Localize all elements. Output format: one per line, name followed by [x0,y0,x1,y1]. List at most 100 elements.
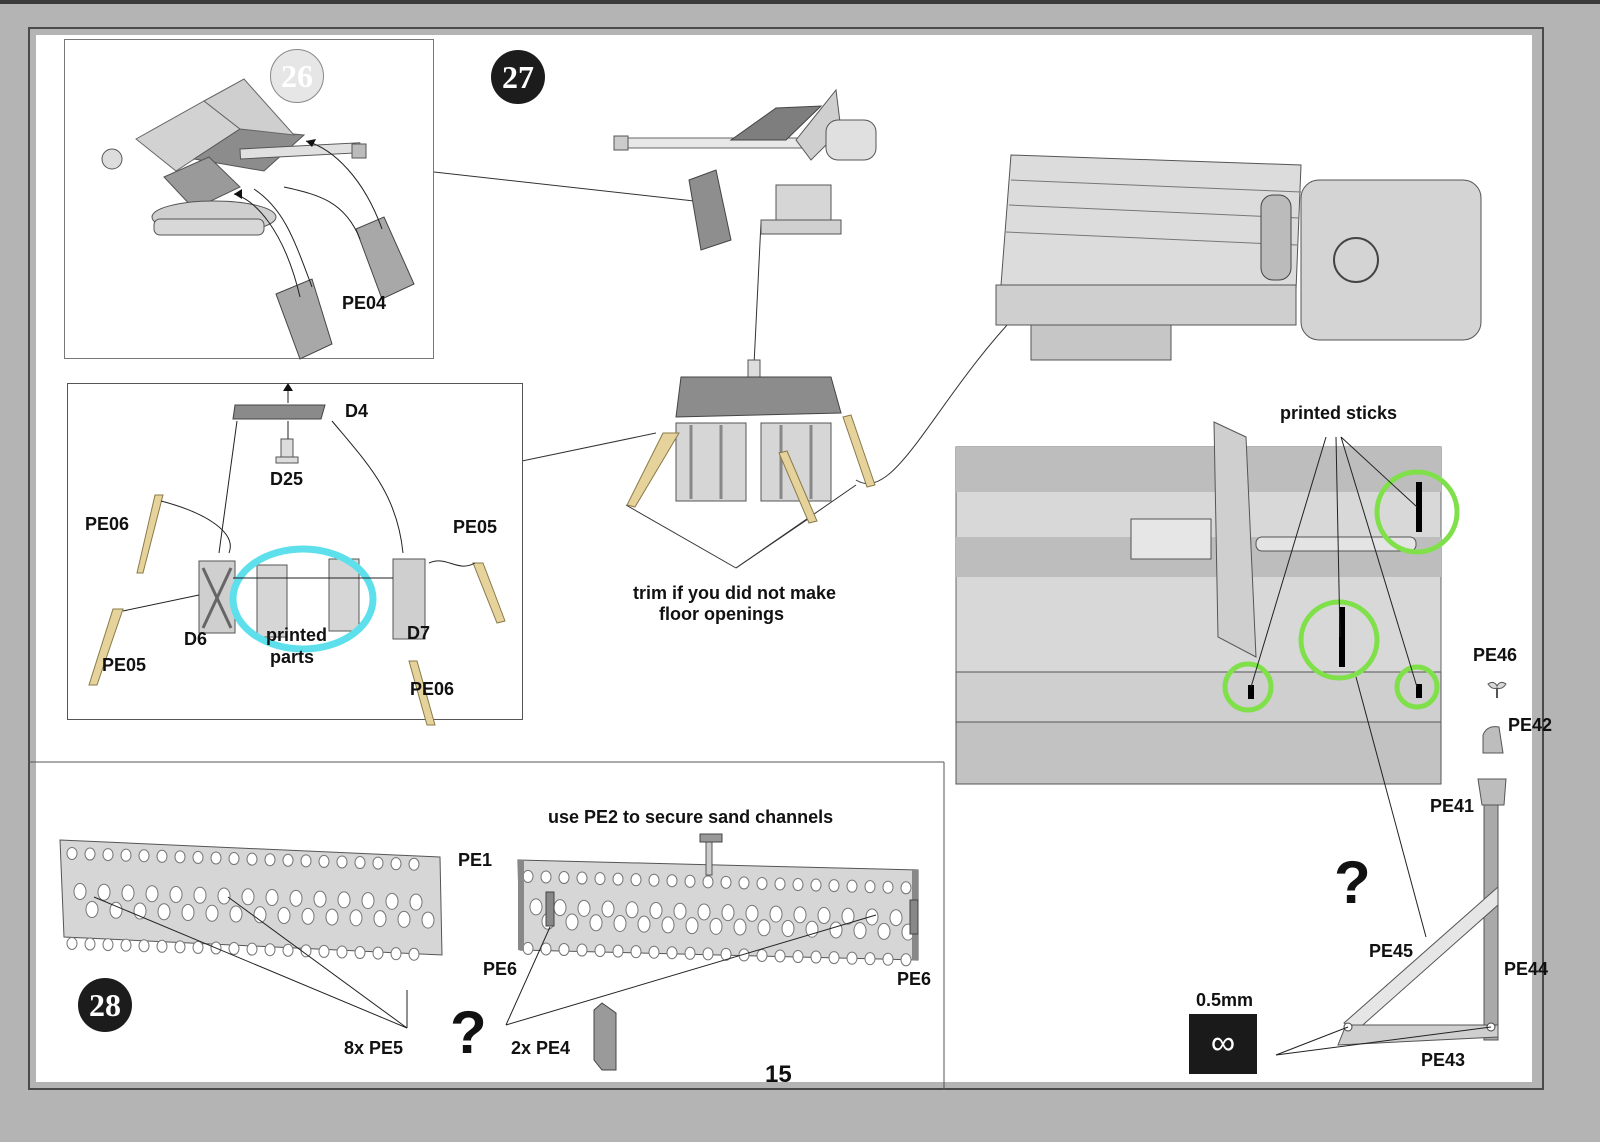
channel-hole [241,888,255,906]
channel-hole [372,856,384,870]
gun-shield-top [729,105,823,141]
channel-hole [576,943,588,957]
channel-hole [792,950,804,964]
channel-hole [265,889,279,907]
sand-channel-note: use PE2 to secure sand channels [548,807,834,827]
label-d4: D4 [345,401,369,421]
part-pe06-left [136,494,164,574]
gun-shield-lower [688,169,732,251]
arrowhead [283,383,293,391]
closeup-undercarriage [955,721,1442,785]
channel-hole [756,948,768,962]
channel-hole [684,874,696,888]
channel-hole [685,917,699,935]
channel-hole [373,910,387,928]
channel-hole [66,846,78,860]
channel-hole [757,919,771,937]
channel-hole [264,943,276,957]
label-pe43: PE43 [1421,1050,1466,1070]
printed-frame-2 [328,558,360,632]
channel-hole [846,879,858,893]
label-printed-parts-1: printed [266,625,327,645]
channel-hole [612,872,624,886]
channel-hole [648,873,660,887]
label-pe45: PE45 [1369,941,1414,961]
channel-hole [769,905,783,923]
part-pe42 [1482,726,1504,754]
channel-hole [390,947,402,961]
channel-hole [738,948,750,962]
truck-bed-illustration [995,154,1482,361]
label-d7: D7 [407,623,431,643]
arrow-gun-to-platform [753,221,762,366]
label-pe6-left: PE6 [483,959,518,979]
step-28-badge: 28 [78,978,132,1032]
channel-hole [421,911,435,929]
channel-hole [372,946,384,960]
part-pe41 [1477,778,1507,806]
channel-hole [282,853,294,867]
arrowhead [306,139,316,147]
channel-hole [282,943,294,957]
channel-hole [540,942,552,956]
channel-hole [900,953,912,967]
channel-hole [408,857,420,871]
channel-hole [210,851,222,865]
instruction-page: 26 PE04 27 [28,35,1552,1090]
channel-hole [889,909,903,927]
channel-hole [774,949,786,963]
channel-hole [138,939,150,953]
leader-trim-3 [735,484,857,569]
channel-hole [661,916,675,934]
platform-support-left [675,422,747,502]
pe41-pe45-bracket-assembly [1275,778,1507,1056]
channel-hole [120,848,132,862]
step-27-badge: 27 [491,50,545,104]
channel-hole [864,880,876,894]
part-pe05-left [88,608,124,686]
channel-hole [630,873,642,887]
channel-hole [337,891,351,909]
pe04-shield-part-1 [275,278,333,360]
gun-base [760,219,842,235]
pe04-shield-part-2 [355,216,415,300]
step-28-callouts [93,896,877,1071]
label-pe04: PE04 [342,293,387,313]
sand-channel-left [59,839,443,961]
question-mark-left: ? [450,999,487,1066]
sand-channel-right [517,833,919,967]
channel-hole [181,904,195,922]
channel-hole [565,913,579,931]
label-pe6-right: PE6 [897,969,932,989]
channel-hole [720,875,732,889]
channel-hole [138,849,150,863]
channel-hole [589,914,603,932]
closeup-gun-breech [1130,518,1212,560]
viewer-top-bar [0,0,1600,4]
channel-hole [576,871,588,885]
channel-hole [774,877,786,891]
part-pe05-right [472,562,506,624]
gun-shield-top-plate [203,78,296,136]
channel-hole [745,904,759,922]
gun-base-sled [153,218,265,236]
channel-hole [684,946,696,960]
closeup-gun-barrel [1255,536,1417,552]
channel-hole [882,880,894,894]
channel-hole [109,901,123,919]
gun-cradle [775,184,832,226]
assembled-platform-illustration [626,359,876,524]
channel-hole [85,900,99,918]
label-pe44: PE44 [1504,959,1549,979]
channel-hole [228,852,240,866]
channel-hole [300,854,312,868]
channel-hole [625,901,639,919]
arrowhead [234,189,242,199]
channel-hole [529,898,543,916]
arrow-pe04-2a [305,140,383,230]
trim-note-line-2: floor openings [659,604,784,624]
channel-hole [594,944,606,958]
label-wire-size: 0.5mm [1196,990,1254,1010]
channel-hole [709,917,723,935]
label-pe42: PE42 [1508,715,1553,735]
